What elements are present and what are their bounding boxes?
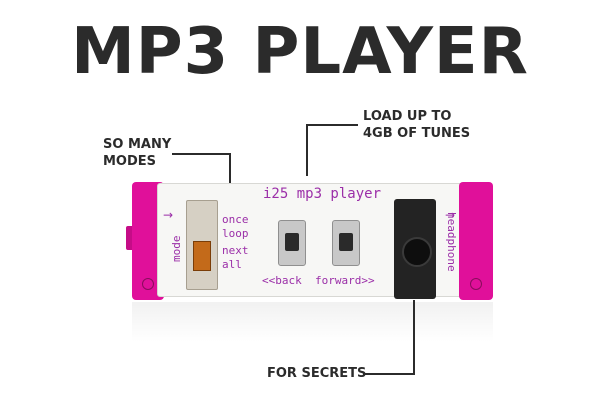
callout-modes-line1: SO MANY — [103, 137, 172, 152]
callout-load-leader-h — [306, 124, 358, 126]
page-title: MP3 PLAYER — [71, 15, 529, 89]
callout-modes-line2: MODES — [103, 154, 157, 169]
callout-secrets-leader-h — [363, 373, 415, 375]
callout-load-line1: LOAD UP TO — [363, 109, 452, 124]
callout-modes-leader-v — [229, 153, 231, 203]
back-button-cap — [285, 233, 299, 251]
callout-secrets-leader-v — [413, 300, 415, 374]
left-screw-icon — [142, 278, 154, 290]
left-connector-tab — [126, 226, 136, 250]
board-reflection — [132, 302, 493, 342]
mode-loop: loop — [222, 227, 249, 240]
mode-switch-knob[interactable] — [193, 241, 211, 271]
headphone-jack[interactable] — [394, 199, 436, 299]
buttons-label: <<back forward>> — [262, 274, 375, 287]
mode-switch[interactable] — [186, 200, 218, 290]
right-connector — [459, 182, 493, 300]
headphone-jack-hole — [402, 237, 432, 267]
back-button[interactable] — [278, 220, 306, 266]
mode-once: once — [222, 213, 249, 226]
callout-load-line2: 4GB OF TUNES — [363, 126, 471, 141]
right-screw-icon — [470, 278, 482, 290]
mode-label: mode — [170, 235, 183, 263]
forward-button[interactable] — [332, 220, 360, 266]
mode-arrow-icon: → — [163, 208, 174, 222]
callout-secrets: FOR SECRETS — [267, 366, 367, 381]
callout-load: LOAD UP TO 4GB OF TUNES — [363, 108, 503, 142]
callout-load-leader-v — [306, 124, 308, 176]
mode-all: all — [222, 258, 242, 271]
callout-modes-leader-h — [172, 153, 230, 155]
callout-modes: SO MANY MODES — [103, 136, 193, 170]
headphone-arrow-icon: → — [445, 208, 456, 222]
board-name: i25 mp3 player — [263, 186, 382, 202]
forward-button-cap — [339, 233, 353, 251]
mode-next: next — [222, 244, 249, 257]
